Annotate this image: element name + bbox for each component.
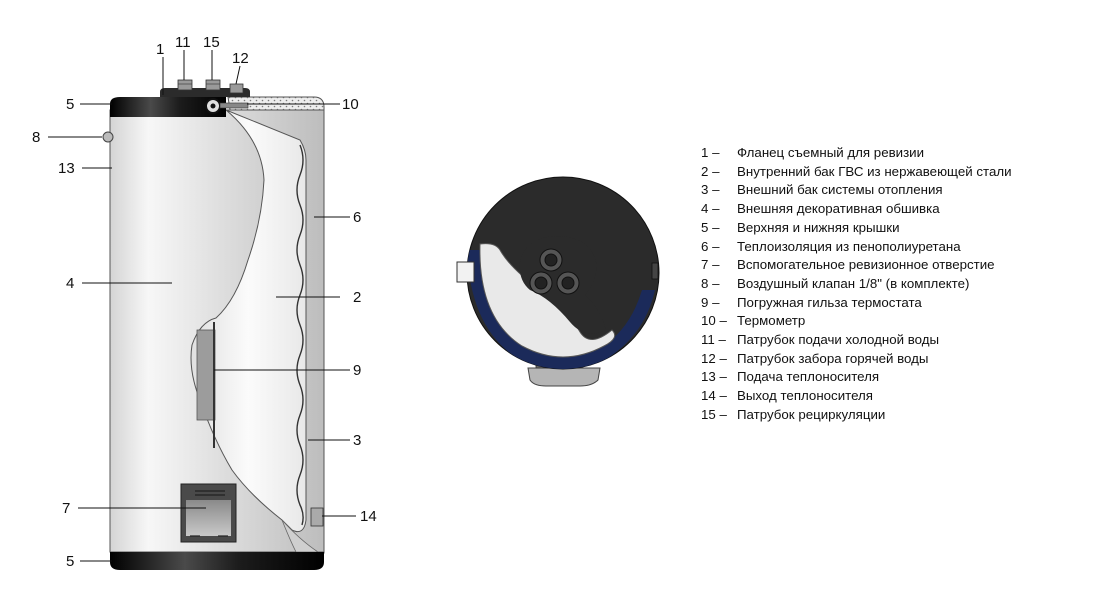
callout-3: 3 <box>353 432 361 449</box>
legend-item: 10 – Термометр <box>701 312 1012 331</box>
legend-item-text: Теплоизоляция из пенополиуретана <box>737 238 961 254</box>
legend-item-text: Патрубок подачи холодной воды <box>737 332 940 348</box>
callout-10: 10 <box>342 96 359 113</box>
legend-item: 4 – Внешняя декоративная обшивка <box>701 200 1012 219</box>
legend-item-number: 9 – <box>701 294 720 310</box>
callout-1: 1 <box>156 41 164 58</box>
top-view-valve <box>456 261 475 283</box>
callout-8: 8 <box>32 129 40 146</box>
legend-item-text: Фланец съемный для ревизии <box>737 145 925 160</box>
legend-item-text: Патрубок рециркуляции <box>737 406 886 422</box>
legend-item: 12 – Патрубок забора горячей воды <box>701 350 1012 369</box>
legend-item-text: Патрубок забора горячей воды <box>737 350 929 366</box>
legend-item-text: Погружная гильза термостата <box>737 294 922 310</box>
legend-item-text: Подача теплоносителя <box>737 369 880 385</box>
callout-14: 14 <box>360 508 377 525</box>
top-view-bracket <box>527 367 601 387</box>
callout-13: 13 <box>58 160 75 177</box>
callout-6: 6 <box>353 209 361 226</box>
legend-item-number: 4 – <box>701 201 720 217</box>
legend-item-number: 8 – <box>701 275 720 291</box>
legend-item-number: 7 – <box>701 257 720 273</box>
hatch-slots <box>190 490 228 537</box>
callout-2: 2 <box>353 289 361 306</box>
legend-item: 3 – Внешний бак системы отопления <box>701 181 1012 200</box>
legend-item-text: Термометр <box>737 313 806 329</box>
legend-item: 1 – Фланец съемный для ревизии <box>701 144 1012 163</box>
callout-5-top: 5 <box>66 96 74 113</box>
legend-item: 6 – Теплоизоляция из пенополиуретана <box>701 238 1012 257</box>
legend-item: 5 – Верхняя и нижняя крышки <box>701 219 1012 238</box>
top-view-outlet <box>651 262 659 280</box>
legend-item-text: Вспомогательное ревизионное отверстие <box>737 257 995 273</box>
legend: 1 – Фланец съемный для ревизии 2 – Внутренн… <box>701 144 1012 425</box>
top-cap <box>110 97 226 117</box>
legend-item-number: 13 – <box>701 369 727 385</box>
callout-15: 15 <box>203 34 220 51</box>
legend-item-number: 1 – <box>701 145 720 160</box>
inner-opening <box>479 243 616 358</box>
legend-item-number: 2 – <box>701 163 720 179</box>
legend-item-text: Выход теплоносителя <box>737 388 873 404</box>
legend-item: 14 – Выход теплоносителя <box>701 387 1012 406</box>
legend-item: 2 – Внутренний бак ГВС из нержавеющей ста… <box>701 163 1012 182</box>
callout-7: 7 <box>62 500 70 517</box>
legend-item-number: 15 – <box>701 406 727 422</box>
leader-lines <box>48 50 356 562</box>
callout-12: 12 <box>232 50 249 67</box>
pipe-12 <box>229 83 244 94</box>
air-valve <box>102 131 114 143</box>
pipe-11 <box>177 79 193 91</box>
legend-item-text: Воздушный клапан 1/8" (в комплекте) <box>737 275 970 291</box>
callout-9: 9 <box>353 362 361 379</box>
bottom-cap <box>110 552 324 570</box>
legend-item-number: 10 – <box>701 313 727 329</box>
legend-item: 8 – Воздушный клапан 1/8" (в комплекте) <box>701 275 1012 294</box>
legend-item-text: Верхняя и нижняя крышки <box>737 219 900 235</box>
cutaway-inner-tank <box>190 109 307 533</box>
legend-item-number: 6 – <box>701 238 720 254</box>
top-pipes <box>529 248 580 295</box>
legend-item-text: Внешняя декоративная обшивка <box>737 201 940 217</box>
legend-item: 9 – Погружная гильза термостата <box>701 294 1012 313</box>
side-view <box>102 79 325 570</box>
legend-item-number: 11 – <box>701 332 726 348</box>
inner-tank-wall <box>296 144 304 526</box>
thermometer-stem <box>219 102 249 109</box>
legend-item: 13 – Подача теплоносителя <box>701 368 1012 387</box>
legend-item-number: 12 – <box>701 350 727 366</box>
legend-item-number: 3 – <box>701 182 720 198</box>
thermostat-sleeve <box>196 329 216 421</box>
legend-item-text: Внутренний бак ГВС из нержавеющей стали <box>737 163 1012 179</box>
legend-item: 15 – Патрубок рециркуляции <box>701 406 1012 425</box>
callout-4: 4 <box>66 275 74 292</box>
top-view <box>456 176 660 387</box>
callout-11: 11 <box>175 34 191 51</box>
callout-labels: 1 11 15 12 5 10 8 13 6 4 2 9 3 7 14 5 <box>32 34 377 570</box>
outlet-nozzle <box>310 507 324 527</box>
legend-item: 11 – Патрубок подачи холодной воды <box>701 331 1012 350</box>
inspection-hatch-plate <box>186 500 231 536</box>
pipe-15 <box>205 79 221 91</box>
legend-item: 7 – Вспомогательное ревизионное отверстие <box>701 256 1012 275</box>
callout-5-bottom: 5 <box>66 553 74 570</box>
legend-item-text: Внешний бак системы отопления <box>737 182 943 198</box>
legend-item-number: 5 – <box>701 219 720 235</box>
legend-item-number: 14 – <box>701 388 727 404</box>
